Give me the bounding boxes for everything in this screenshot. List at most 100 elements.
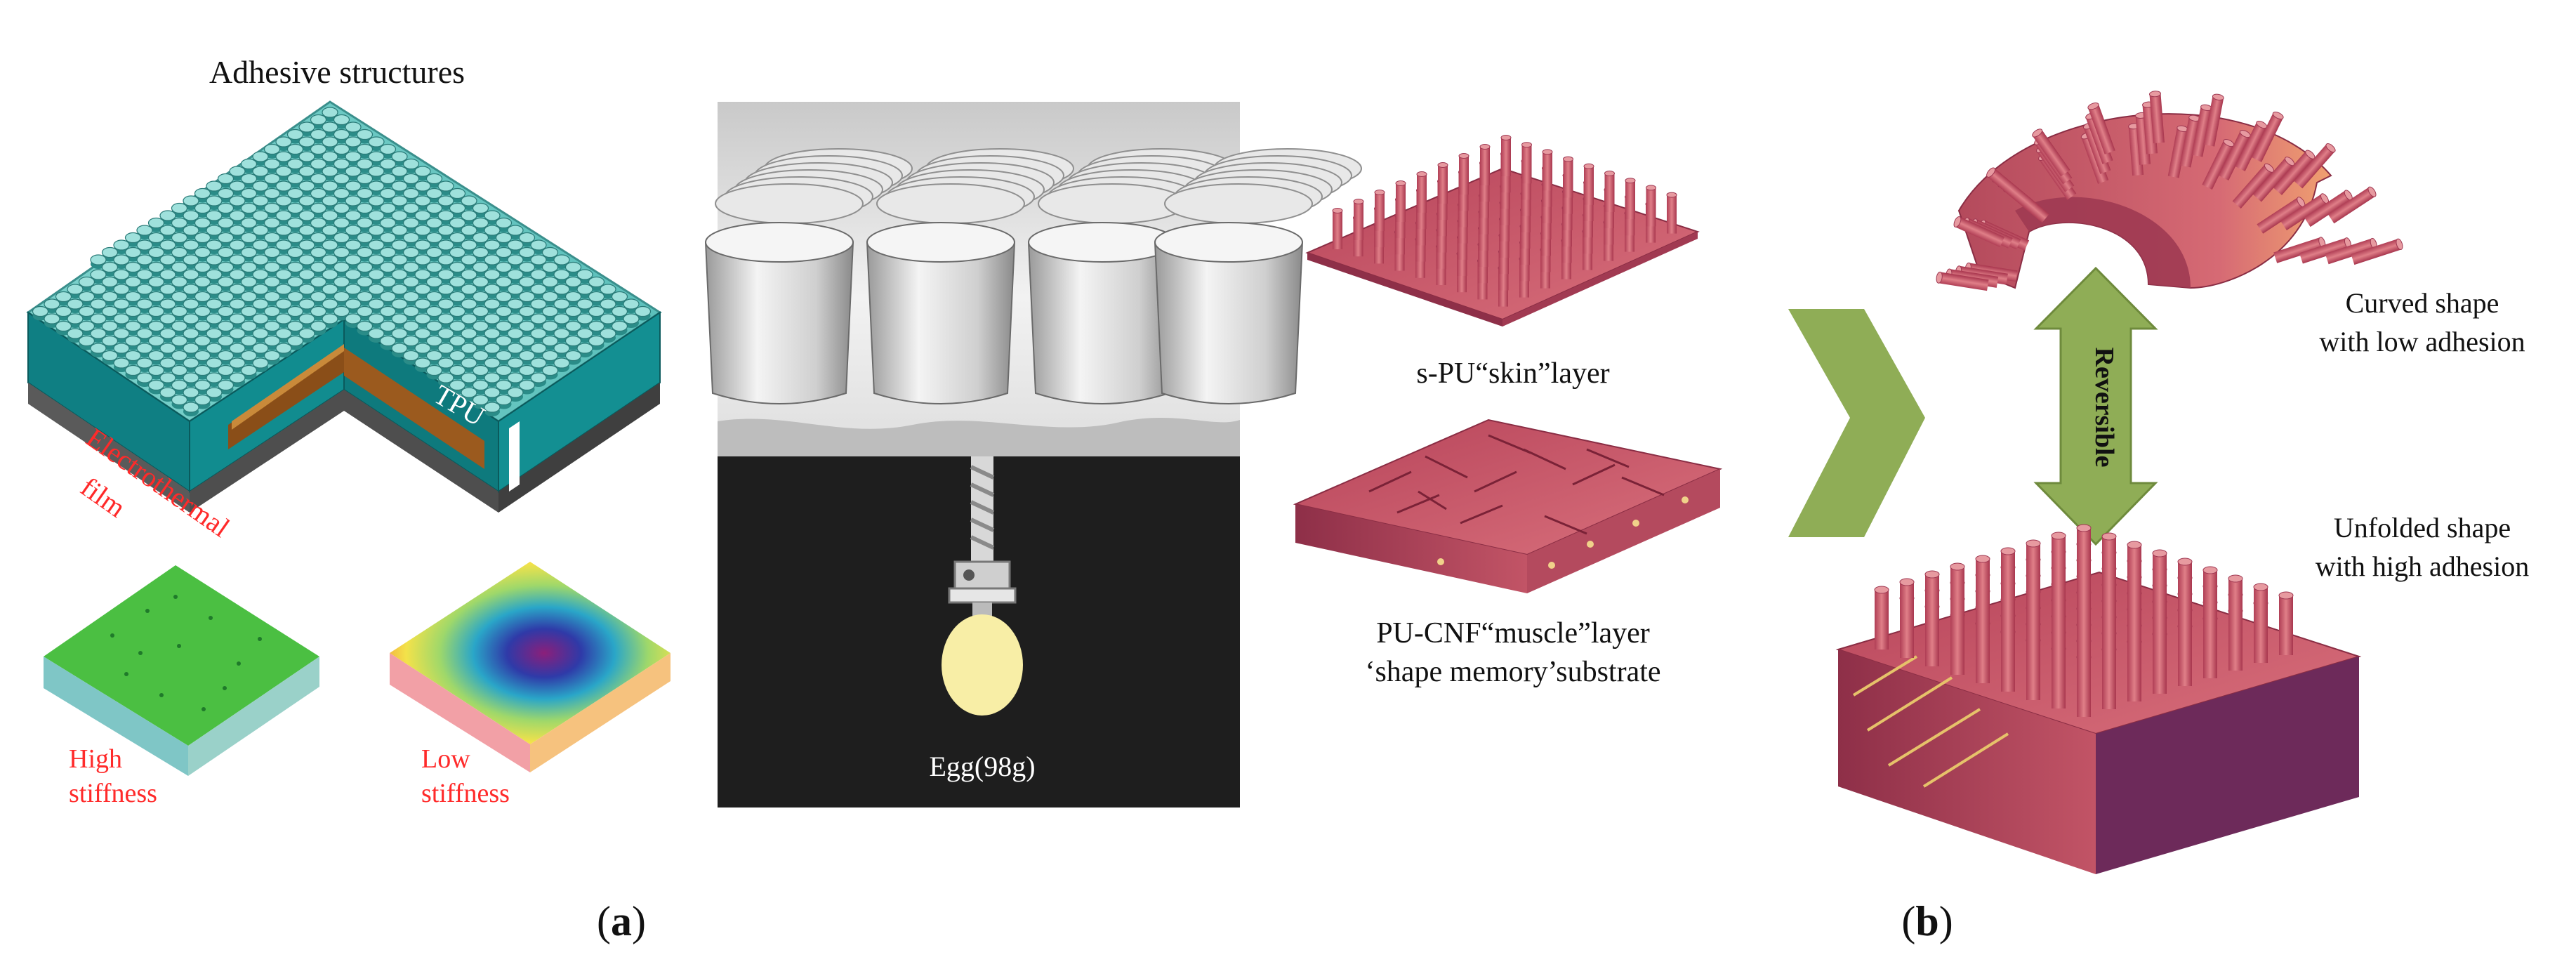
pillar-top [461, 255, 477, 265]
pillar-top [91, 255, 106, 265]
pillar-top [473, 381, 489, 390]
pillar-top [415, 270, 430, 279]
pillar-top [103, 277, 118, 287]
pillar-top [438, 181, 454, 191]
unfolded-array [1838, 525, 2359, 874]
pillar-top [137, 255, 152, 265]
curved-shape-label-2: with low adhesion [2319, 326, 2525, 357]
pillar-top [461, 270, 477, 279]
pillar-cap [2102, 533, 2116, 540]
pillar-top [242, 263, 257, 272]
pillar-top [484, 388, 500, 397]
pillar-top [149, 336, 164, 346]
pillar-top [612, 322, 628, 331]
pillar-top [635, 307, 651, 317]
pillar-top [299, 225, 315, 235]
pillar-post [2228, 579, 2243, 638]
pillar-top [554, 329, 569, 338]
pillar-cap [2001, 548, 2015, 555]
pillar-top [299, 122, 315, 132]
pillar-top [56, 292, 72, 302]
pillar-top [531, 255, 546, 265]
pillar-top [520, 292, 535, 302]
pillar-cap [2178, 558, 2192, 565]
pillar-top [218, 277, 234, 287]
pillar-top [415, 314, 430, 324]
pillar-top [404, 322, 419, 331]
pillar-top [103, 322, 118, 331]
pillar-top [427, 366, 442, 376]
pillar-top [218, 248, 234, 258]
pillar-top [242, 336, 257, 346]
pillar-cap [1925, 571, 1939, 578]
pillar-top [276, 152, 291, 162]
pillar-top [322, 196, 338, 206]
pillar-top [496, 381, 512, 390]
speck [237, 661, 241, 666]
pillar-top [242, 248, 257, 258]
pillar-top [322, 255, 338, 265]
pillar-top [496, 351, 512, 361]
panel-b-caption: (b) [1901, 898, 1953, 944]
pillar-top [473, 263, 489, 272]
pillar-top [114, 329, 129, 338]
pillar-top [79, 292, 95, 302]
low-stiffness-label: Low [421, 744, 470, 774]
speck [124, 672, 128, 676]
pillar-top [276, 240, 291, 250]
pillar-top [91, 270, 106, 279]
pillar-top [427, 351, 442, 361]
pillar-top [531, 329, 546, 338]
pillar-top [206, 388, 222, 397]
pillar-cap [2279, 592, 2293, 599]
pillar-top [172, 277, 187, 287]
pillar-top [392, 299, 407, 309]
pillar-post [1354, 202, 1363, 240]
pillar-top [484, 270, 500, 279]
pillar-top [508, 329, 523, 338]
pillar-top [137, 314, 152, 324]
cylinder-body [1029, 242, 1176, 404]
pillar-top [242, 159, 257, 169]
pillar-top [461, 314, 477, 324]
pillar-top [461, 196, 477, 206]
pillar-top [392, 284, 407, 294]
pillar-top [543, 351, 558, 361]
pillar-top [461, 329, 477, 338]
pillar-top [438, 284, 454, 294]
speck [110, 633, 114, 638]
pillar-top [242, 292, 257, 302]
speck [138, 651, 143, 655]
cylinder-body [1155, 242, 1302, 404]
pillar-top [103, 292, 118, 302]
pillar-top [114, 299, 129, 309]
pillar-top [149, 218, 164, 228]
pillar-top [381, 263, 396, 272]
pillar-top [577, 329, 593, 338]
pillar-top [195, 336, 211, 346]
pillar-top [44, 314, 60, 324]
pillar-post [1667, 195, 1677, 234]
pillar-top [345, 284, 361, 294]
pillar-cap [1564, 157, 1573, 162]
pillar-top [183, 388, 199, 397]
pillar-top [253, 211, 268, 220]
pillar-top [160, 373, 176, 383]
pillar-top [496, 277, 512, 287]
pillar-top [520, 248, 535, 258]
pillar-top [345, 240, 361, 250]
pillar-top [357, 263, 373, 272]
pillar-top [334, 130, 350, 140]
pillar-top [91, 299, 106, 309]
pillar-top [357, 159, 373, 169]
pillar-top [149, 307, 164, 317]
pillar-top [392, 255, 407, 265]
pillar-top [345, 181, 361, 191]
pillar-top [484, 255, 500, 265]
pillar-top [322, 107, 338, 117]
cylinder-top [1155, 223, 1302, 262]
pillar-top [554, 284, 569, 294]
pillar-top [415, 166, 430, 176]
pillar-top [149, 381, 164, 390]
pillar-top [126, 248, 141, 258]
